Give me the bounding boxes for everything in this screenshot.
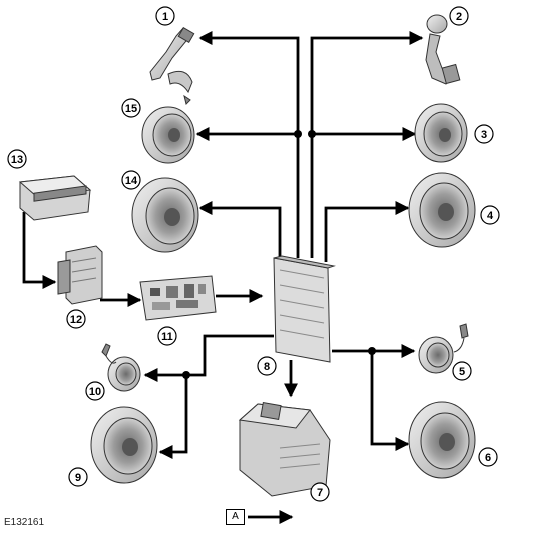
component-10-speaker [101,343,141,392]
component-7-subwoofer [238,401,331,497]
legend-label-a: A [226,509,245,525]
component-9-speaker [90,406,158,484]
callout-1: 1 [155,6,175,26]
component-2-tweeter [425,14,461,85]
component-1-bracket [149,26,195,105]
component-6-speaker [408,401,476,479]
component-11-board [139,275,217,321]
component-13-battery [18,175,92,221]
callout-3: 3 [474,124,494,144]
svg-text:14: 14 [125,175,138,187]
callout-6: 6 [478,447,498,467]
svg-text:11: 11 [161,331,173,343]
callout-2: 2 [449,6,469,26]
component-3-speaker [414,103,468,163]
component-12-module [57,245,103,305]
svg-text:4: 4 [487,210,494,222]
svg-text:2: 2 [456,11,462,23]
figure-id: E132161 [4,517,45,528]
callout-11: 11 [157,326,177,346]
callout-12: 12 [66,309,86,329]
callout-5: 5 [452,361,472,381]
svg-text:13: 13 [11,154,23,166]
svg-text:10: 10 [89,386,101,398]
callout-8: 8 [257,356,277,376]
callout-10: 10 [85,381,105,401]
callout-13: 13 [7,149,27,169]
callout-7: 7 [310,482,330,502]
svg-text:15: 15 [125,103,137,115]
callout-9: 9 [68,467,88,487]
component-4-speaker [408,172,476,248]
svg-text:6: 6 [485,452,491,464]
svg-text:1: 1 [162,11,168,23]
svg-text:5: 5 [459,366,465,378]
connection-lines [22,31,424,524]
svg-text:8: 8 [264,361,270,373]
component-5-speaker [418,323,469,374]
svg-text:3: 3 [481,129,487,141]
callout-14: 14 [121,170,141,190]
component-8-amplifier [273,255,336,363]
callout-4: 4 [480,205,500,225]
component-15-speaker [141,106,195,164]
svg-text:12: 12 [70,314,82,326]
svg-text:7: 7 [317,487,323,499]
svg-text:9: 9 [75,472,81,484]
callout-15: 15 [121,98,141,118]
component-14-speaker [131,177,199,253]
